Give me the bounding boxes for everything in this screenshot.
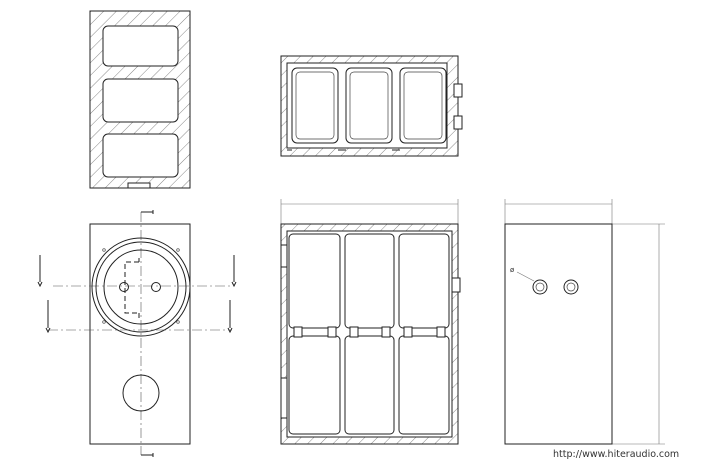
front-view xyxy=(37,210,237,457)
watermark-url: http://www.hiteraudio.com xyxy=(553,449,679,460)
diameter-label: ø xyxy=(510,266,515,274)
top-section-view xyxy=(89,10,191,189)
rear-view: ø xyxy=(504,199,665,445)
side-section-view xyxy=(280,199,461,445)
plan-section-view xyxy=(280,55,463,157)
